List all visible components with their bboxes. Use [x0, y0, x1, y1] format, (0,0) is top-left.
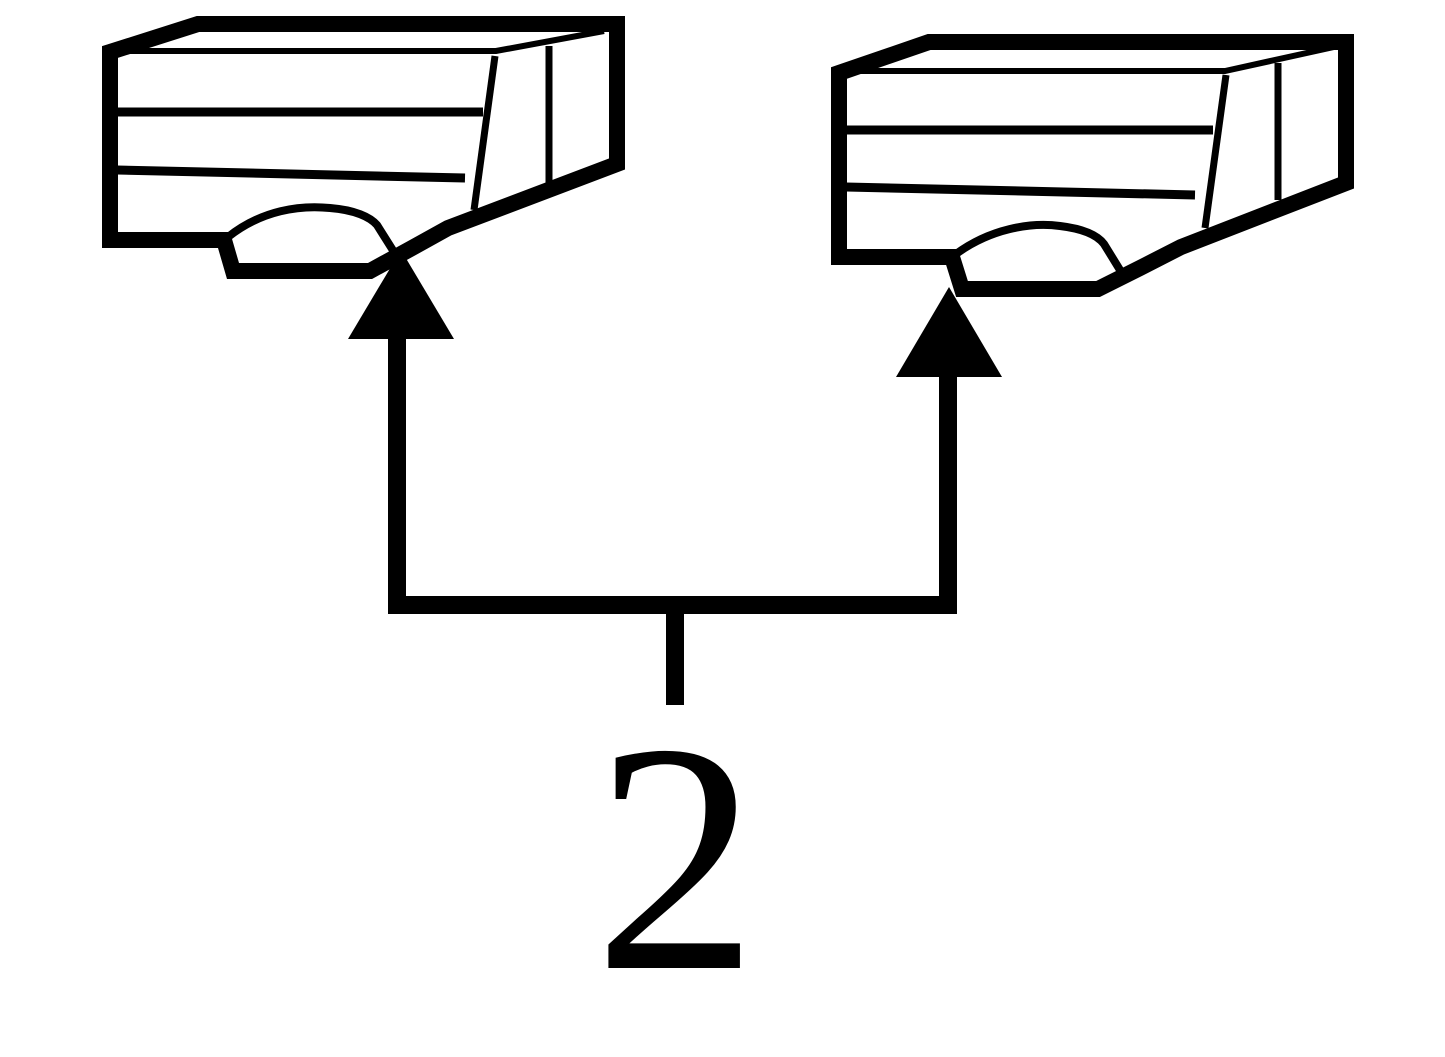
right-connector-body-outline: [831, 34, 1354, 297]
left-connector-side-panel: [470, 55, 499, 211]
left-connector-rib-lower: [116, 165, 466, 183]
callout-number: 2: [594, 676, 758, 1039]
left-connector-top-edge: [120, 28, 605, 54]
right-arrowhead-icon: [896, 287, 1002, 377]
right-connector-side-panel: [1201, 74, 1230, 229]
right-connector-top-edge: [848, 44, 1335, 74]
left-connector-latch: [225, 203, 398, 255]
left-arrowhead-icon: [348, 250, 454, 339]
left-connector: [102, 16, 625, 279]
leader-bracket: [388, 332, 957, 614]
right-connector-latch: [953, 220, 1124, 273]
left-connector-body-outline: [102, 16, 625, 279]
right-connector-rib-lower: [845, 182, 1196, 200]
right-connector: [831, 34, 1354, 297]
leader-lines: [388, 332, 957, 705]
